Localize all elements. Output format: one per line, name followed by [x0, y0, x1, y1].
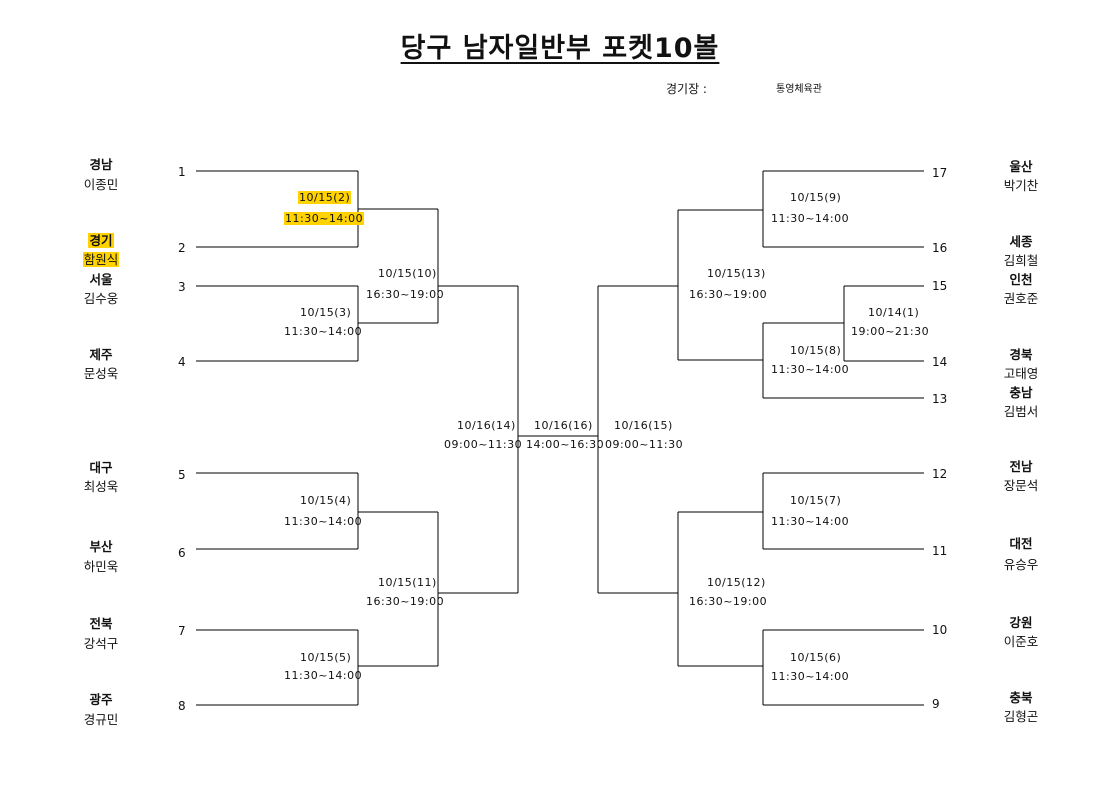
left-region-6: 부산	[89, 539, 113, 554]
left-region-2: 경기	[88, 233, 114, 248]
left-seed-6: 6	[178, 546, 186, 560]
left-region-3: 서울	[89, 272, 113, 287]
right-seed-17: 17	[932, 166, 948, 180]
match-14-time: 09:00~11:30	[444, 438, 523, 451]
left-seed-3: 3	[178, 280, 186, 294]
left-player-2: 함원식	[82, 252, 120, 267]
match-11-time: 16:30~19:00	[366, 595, 445, 608]
left-region-1: 경남	[89, 157, 113, 172]
match-12-time: 16:30~19:00	[689, 595, 768, 608]
match-6-date: 10/15(6)	[790, 651, 842, 664]
match-2-time: 11:30~14:00	[284, 212, 365, 225]
left-region-4: 제주	[89, 347, 113, 362]
right-player-15: 권호준	[1003, 291, 1039, 306]
left-player-4: 문성욱	[83, 366, 119, 381]
venue-value: 통영체육관	[776, 84, 822, 95]
match-4-time: 11:30~14:00	[284, 515, 363, 528]
left-seed-2: 2	[178, 241, 186, 255]
match-10-time: 16:30~19:00	[366, 288, 445, 301]
page-title: 당구 남자일반부 포켓10볼	[400, 33, 720, 64]
left-player-7: 강석구	[83, 636, 119, 651]
match-15-date: 10/16(15)	[614, 419, 673, 432]
match-13-time: 16:30~19:00	[689, 288, 768, 301]
match-8-date: 10/15(8)	[790, 344, 842, 357]
left-player-8: 경규민	[83, 712, 119, 727]
match-8-time: 11:30~14:00	[771, 363, 850, 376]
match-7-date: 10/15(7)	[790, 494, 842, 507]
venue-label: 경기장 :	[666, 82, 707, 96]
right-seed-13: 13	[932, 392, 948, 406]
right-seed-14: 14	[932, 355, 948, 369]
left-player-5: 최성욱	[83, 479, 119, 494]
left-region-8: 광주	[89, 692, 113, 707]
match-7-time: 11:30~14:00	[771, 515, 850, 528]
match-16-time: 14:00~16:30	[526, 438, 605, 451]
match-6-time: 11:30~14:00	[771, 670, 850, 683]
right-seed-12: 12	[932, 467, 948, 481]
match-11-date: 10/15(11)	[378, 576, 437, 589]
right-region-16: 세종	[1009, 234, 1033, 249]
right-region-13: 충남	[1009, 385, 1033, 400]
right-region-9: 충북	[1009, 690, 1033, 705]
right-region-17: 울산	[1009, 159, 1033, 174]
right-player-11: 유승우	[1003, 557, 1039, 572]
right-seed-9: 9	[932, 697, 940, 711]
left-seed-7: 7	[178, 624, 186, 638]
match-13-date: 10/15(13)	[707, 267, 766, 280]
match-1-date: 10/14(1)	[868, 306, 920, 319]
match-3-date: 10/15(3)	[300, 306, 352, 319]
match-10-date: 10/15(10)	[378, 267, 437, 280]
right-region-14: 경북	[1009, 347, 1033, 362]
match-5-date: 10/15(5)	[300, 651, 352, 664]
match-4-date: 10/15(4)	[300, 494, 352, 507]
right-region-15: 인천	[1009, 272, 1033, 287]
match-9-time: 11:30~14:00	[771, 212, 850, 225]
left-region-5: 대구	[89, 460, 113, 475]
left-seed-8: 8	[178, 699, 186, 713]
right-seed-10: 10	[932, 623, 948, 637]
left-player-1: 이종민	[83, 177, 119, 192]
left-seed-1: 1	[178, 165, 186, 179]
right-player-17: 박기찬	[1003, 178, 1039, 193]
match-14-date: 10/16(14)	[457, 419, 516, 432]
right-seed-11: 11	[932, 544, 948, 558]
left-seed-4: 4	[178, 355, 186, 369]
match-16-date: 10/16(16)	[534, 419, 593, 432]
right-region-11: 대전	[1009, 536, 1033, 551]
right-player-10: 이준호	[1003, 634, 1039, 649]
match-2-date: 10/15(2)	[298, 191, 352, 204]
right-region-12: 전남	[1009, 459, 1033, 474]
match-5-time: 11:30~14:00	[284, 669, 363, 682]
match-15-time: 09:00~11:30	[605, 438, 684, 451]
match-3-time: 11:30~14:00	[284, 325, 363, 338]
right-seed-16: 16	[932, 241, 948, 255]
match-9-date: 10/15(9)	[790, 191, 842, 204]
right-seed-15: 15	[932, 279, 948, 293]
right-player-9: 김형곤	[1003, 709, 1039, 724]
right-player-13: 김범서	[1003, 404, 1039, 419]
left-player-6: 하민욱	[83, 559, 119, 574]
match-1-time: 19:00~21:30	[851, 325, 930, 338]
right-player-14: 고태영	[1003, 366, 1039, 381]
right-region-10: 강원	[1009, 615, 1033, 630]
left-seed-5: 5	[178, 468, 186, 482]
match-12-date: 10/15(12)	[707, 576, 766, 589]
right-player-16: 김희철	[1003, 253, 1039, 268]
right-player-12: 장문석	[1003, 478, 1039, 493]
left-player-3: 김수웅	[83, 291, 119, 306]
left-region-7: 전북	[89, 616, 113, 631]
